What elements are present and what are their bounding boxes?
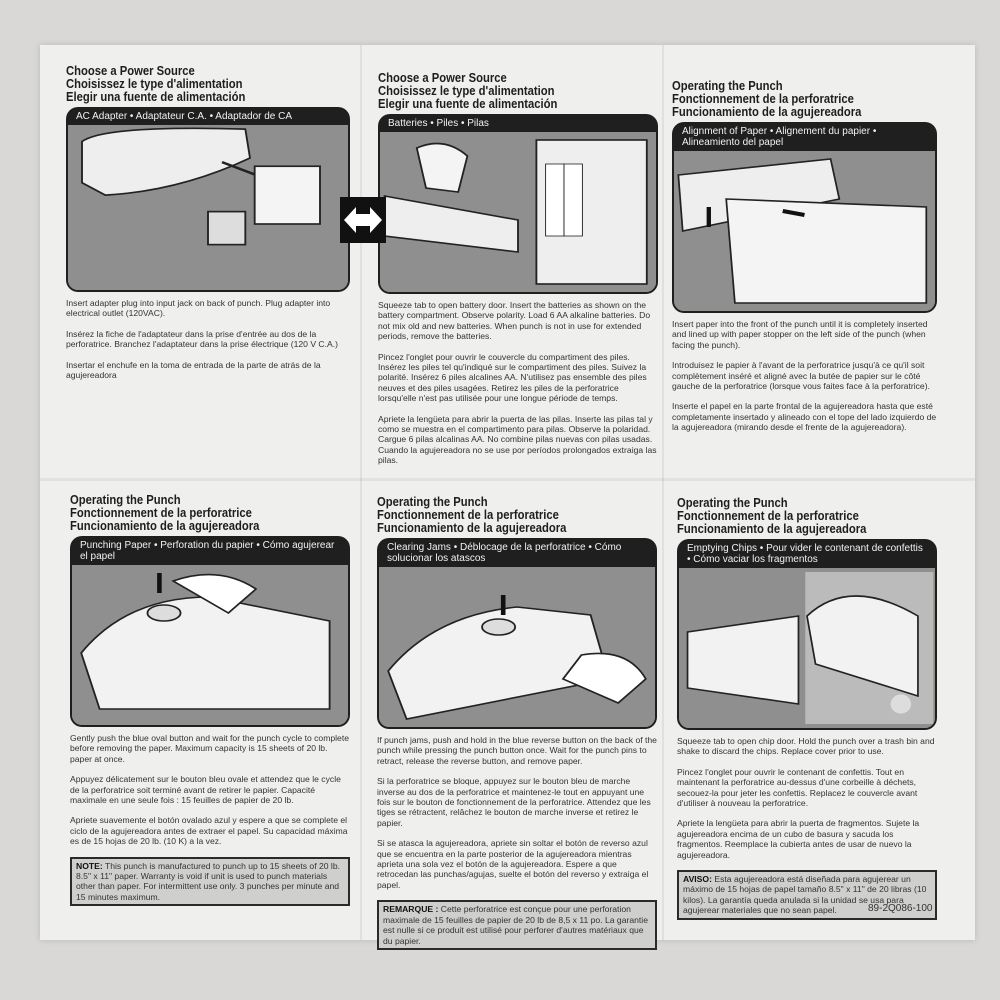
heading-line: Choose a Power Source <box>66 64 195 78</box>
instructions: Insert adapter plug into input jack on b… <box>66 298 350 380</box>
heading-line: Fonctionnement de la perforatrice <box>377 508 559 522</box>
instruction-paragraph: Squeeze tab to open chip door. Hold the … <box>677 736 935 757</box>
fold-line <box>360 45 362 940</box>
note-label: NOTE: <box>76 860 103 871</box>
instruction-paragraph: Introduisez le papier à l'avant de la pe… <box>672 360 930 392</box>
double-arrow-icon <box>340 197 386 243</box>
instruction-paragraph: Pincez l'onglet pour ouvrir le contenant… <box>677 766 918 809</box>
instruction-paragraph: Insert adapter plug into input jack on b… <box>66 298 331 319</box>
instruction-paragraph: Gently push the blue oval button and wai… <box>70 733 349 764</box>
document-code: 89-2Q086-100 <box>868 903 933 914</box>
instructions: If punch jams, push and hold in the blue… <box>377 735 657 890</box>
heading-line: Operating the Punch <box>70 493 181 507</box>
note-text: Cette perforatrice est conçue pour une p… <box>383 904 648 946</box>
instruction-paragraph: Apriete la lengüeta para abrir la puerta… <box>378 413 657 466</box>
instruction-paragraph: Pincez l'onglet pour ouvrir le couvercle… <box>378 351 647 404</box>
illustration-emptying-chips <box>677 568 937 730</box>
section-banner: AC Adapter • Adaptateur C.A. • Adaptador… <box>66 107 350 125</box>
instructions: Squeeze tab to open battery door. Insert… <box>378 300 658 466</box>
instruction-paragraph: Squeeze tab to open battery door. Insert… <box>378 300 651 342</box>
heading-line: Funcionamiento de la agujereadora <box>672 105 862 119</box>
section-banner: Alignment of Paper • Alignement du papie… <box>672 122 937 151</box>
section-banner: Clearing Jams • Déblocage de la perforat… <box>377 538 657 567</box>
instruction-paragraph: Inserte el papel en la parte frontal de … <box>672 401 937 433</box>
illustration-punching <box>70 565 350 727</box>
heading-line: Fonctionnement de la perforatrice <box>677 509 859 523</box>
note-box: REMARQUE : Cette perforatrice est conçue… <box>377 900 657 950</box>
instruction-paragraph: Appuyez délicatement sur le bouton bleu … <box>70 774 341 806</box>
heading-line: Fonctionnement de la perforatrice <box>672 92 854 106</box>
instruction-paragraph: Si se atasca la agujereadora, apriete si… <box>377 838 649 890</box>
section-banner: Punching Paper • Perforation du papier •… <box>70 536 350 565</box>
note-text: Esta agujereadora está diseñada para agu… <box>683 874 927 916</box>
instruction-paragraph: Apriete la lengüeta para abrir la puerta… <box>677 818 920 860</box>
heading-line: Fonctionnement de la perforatrice <box>70 506 252 520</box>
fold-line <box>662 45 664 940</box>
heading-line: Elegir una fuente de alimentación <box>378 97 558 111</box>
heading-line: Funcionamiento de la agujereadora <box>677 522 867 536</box>
section-banner: Batteries • Piles • Pilas <box>378 114 658 132</box>
instructions: Squeeze tab to open chip door. Hold the … <box>677 736 937 860</box>
heading-line: Operating the Punch <box>677 496 788 510</box>
section-banner: Emptying Chips • Pour vider le contenant… <box>677 539 937 568</box>
note-text: This punch is manufactured to punch up t… <box>76 860 341 902</box>
illustration-batteries <box>378 132 658 294</box>
illustration-alignment <box>672 151 937 313</box>
note-box: NOTE: This punch is manufactured to punc… <box>70 856 350 907</box>
instruction-paragraph: Insert paper into the front of the punch… <box>672 319 928 350</box>
instructions: Gently push the blue oval button and wai… <box>70 733 350 847</box>
heading-line: Choisissez le type d'alimentation <box>378 84 555 98</box>
heading-line: Funcionamiento de la agujereadora <box>377 521 567 535</box>
instruction-paragraph: Insertar el enchufe en la toma de entrad… <box>66 359 321 381</box>
note-box: AVISO: Esta agujereadora está diseñada p… <box>677 870 937 920</box>
heading-line: Elegir una fuente de alimentación <box>66 90 246 104</box>
instruction-paragraph: Insérez la fiche de l'adaptateur dans la… <box>66 328 339 350</box>
illustration-ac-adapter <box>66 125 350 292</box>
heading-line: Funcionamiento de la agujereadora <box>70 519 260 533</box>
instructions: Insert paper into the front of the punch… <box>672 319 937 433</box>
instruction-paragraph: Apriete suavemente el botón ovalado azul… <box>70 815 348 847</box>
instruction-paragraph: Si la perforatrice se bloque, appuyez su… <box>377 776 651 828</box>
illustration-clearing-jams <box>377 567 657 729</box>
heading-line: Operating the Punch <box>672 79 783 93</box>
heading-line: Choisissez le type d'alimentation <box>66 77 243 91</box>
note-label: AVISO: <box>683 874 712 885</box>
fold-line <box>40 478 975 481</box>
instruction-paragraph: If punch jams, push and hold in the blue… <box>377 735 657 766</box>
heading-line: Operating the Punch <box>377 495 488 509</box>
note-label: REMARQUE : <box>383 904 439 915</box>
heading-line: Choose a Power Source <box>378 71 507 85</box>
